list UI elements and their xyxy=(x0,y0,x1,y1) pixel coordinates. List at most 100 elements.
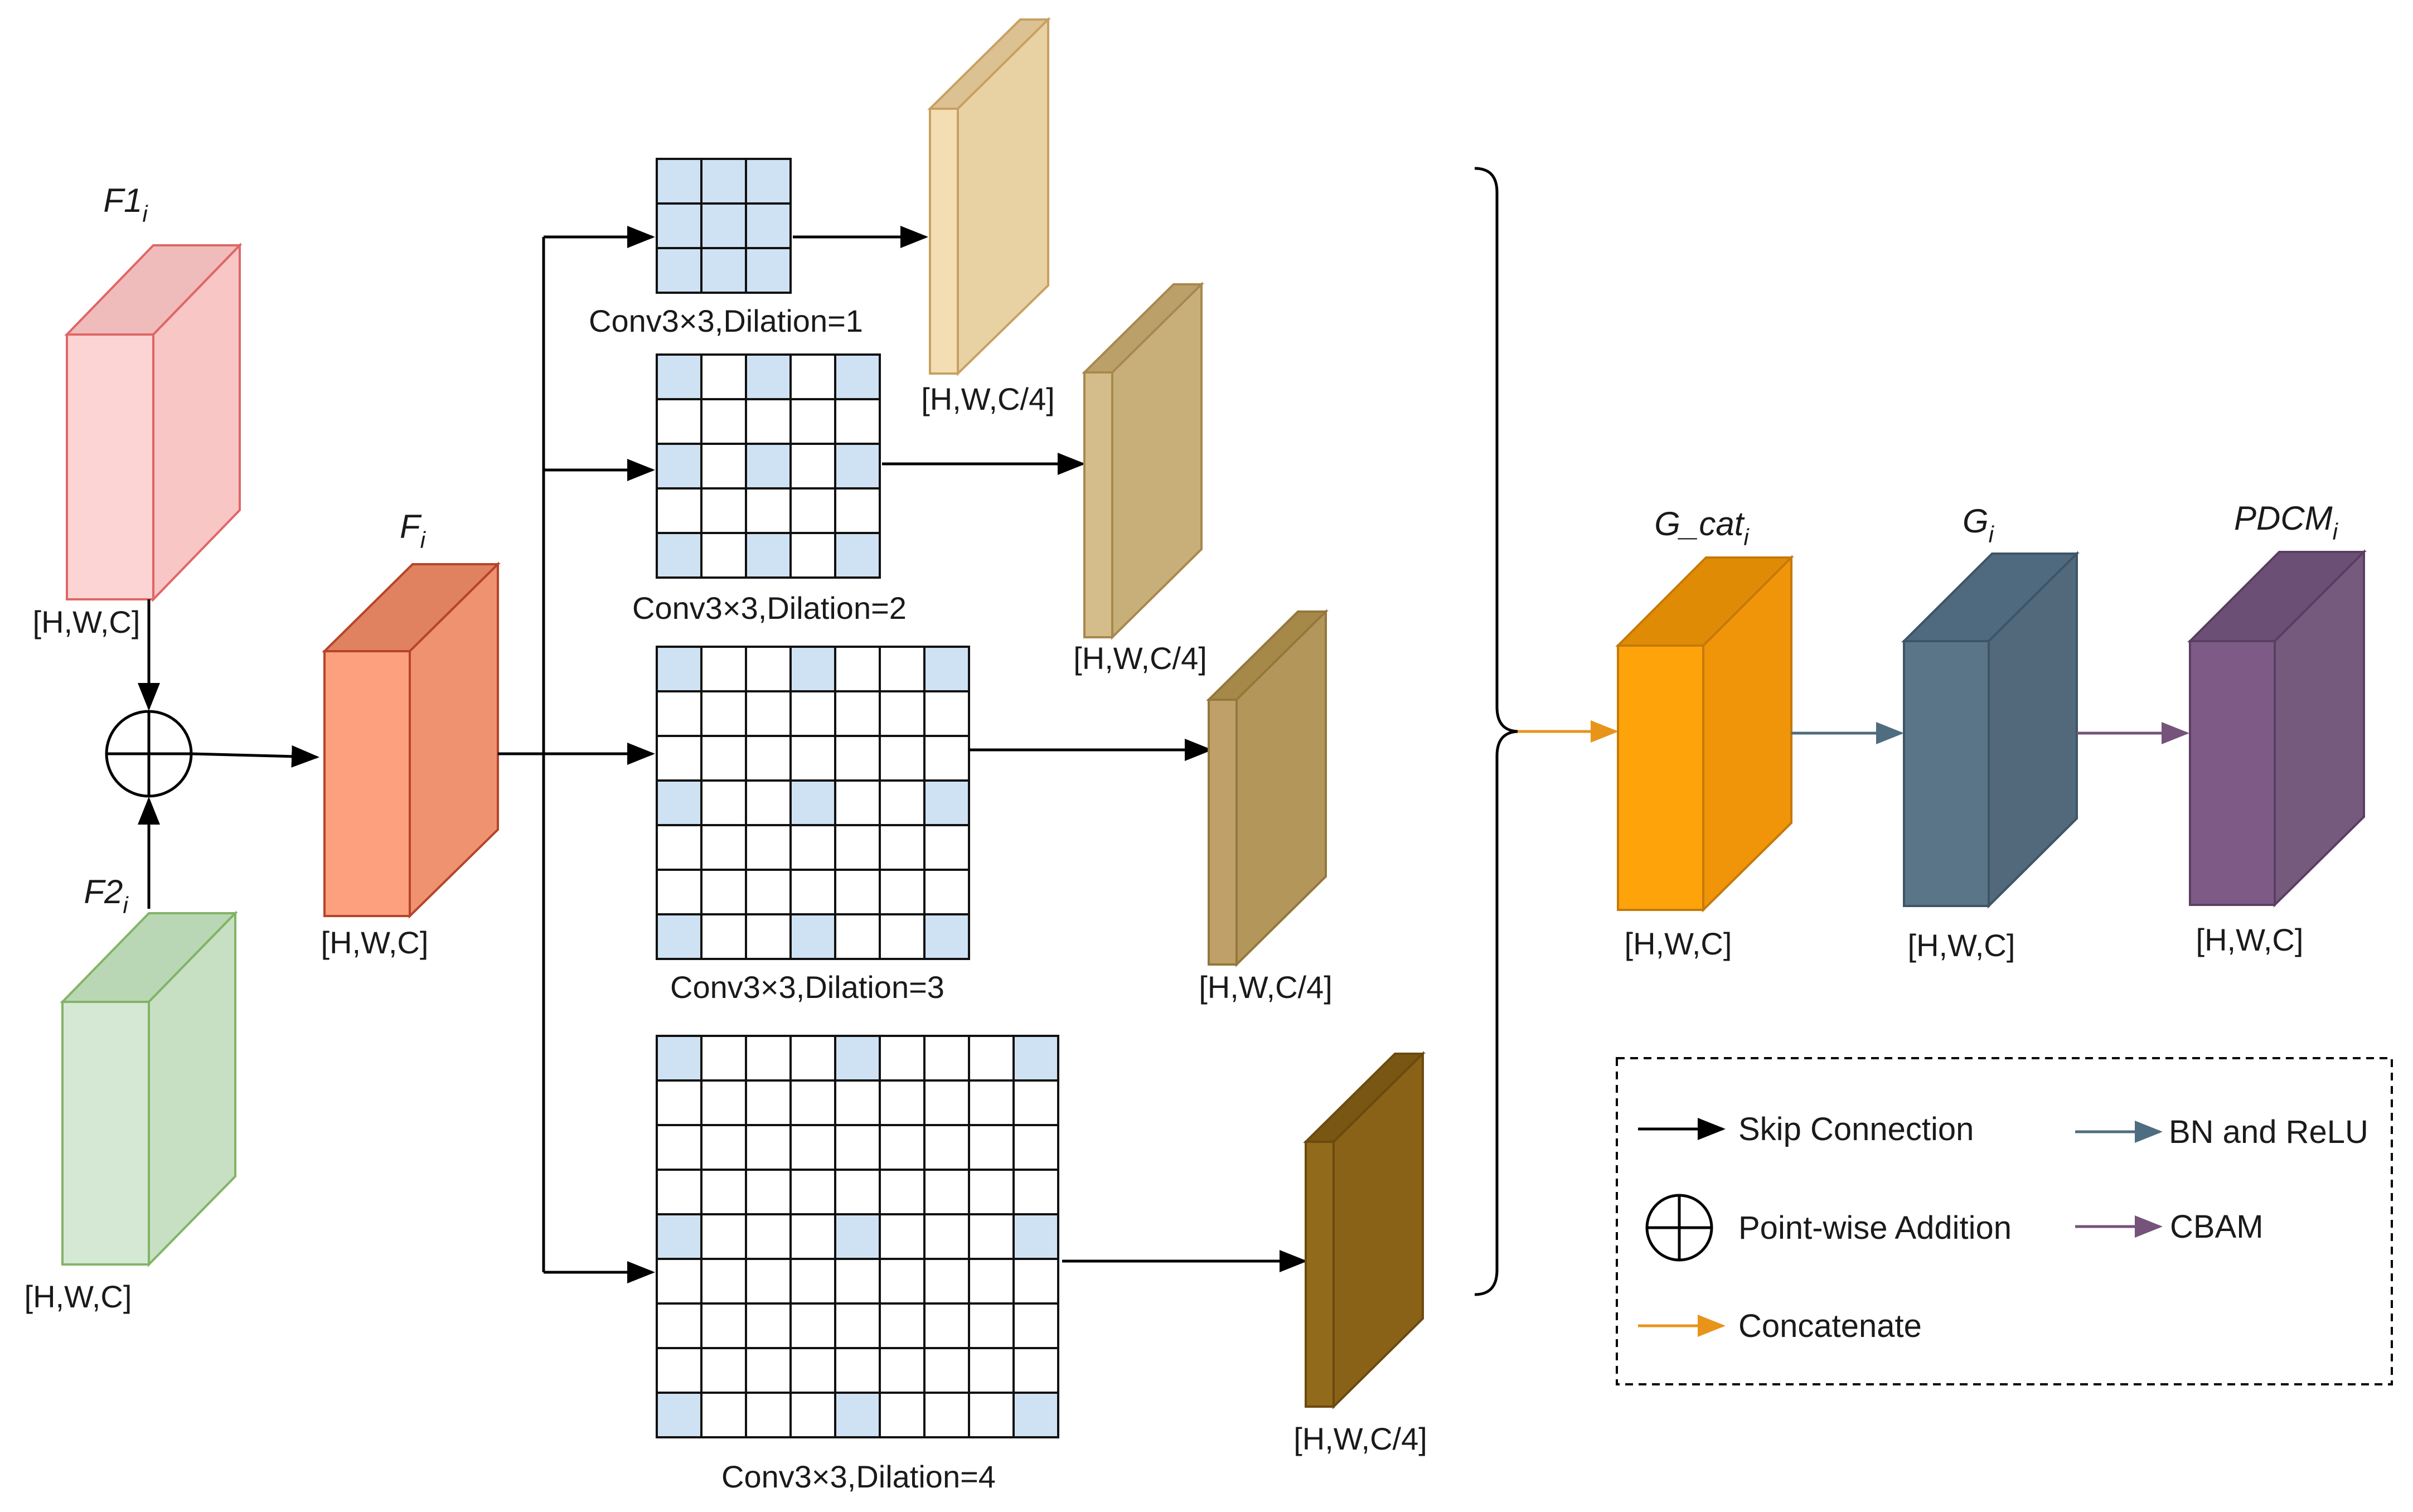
kernel-sampled-cell xyxy=(1012,1213,1059,1260)
legend-skip-label: Skip Connection xyxy=(1738,1111,1974,1147)
kernel-cell xyxy=(656,1347,702,1394)
kernel-cell xyxy=(789,690,836,737)
f2-feature-block xyxy=(60,910,238,1267)
branch3-conv-label: Conv3×3,Dilation=3 xyxy=(670,970,944,1005)
branch1-conv-label: Conv3×3,Dilation=1 xyxy=(589,303,863,338)
branch4-output-dims: [H,W,C/4] xyxy=(1293,1421,1427,1456)
kernel-sampled-cell xyxy=(656,779,702,826)
kernel-cell xyxy=(700,487,747,534)
kernel-cell xyxy=(879,1213,926,1260)
kernel-cell xyxy=(789,398,836,445)
f1-title: F1i xyxy=(103,182,148,227)
kernel-cell xyxy=(968,1169,1015,1215)
kernel-sampled-cell xyxy=(656,646,702,692)
kernel-sampled-cell xyxy=(745,353,792,400)
kernel-sampled-cell xyxy=(700,158,747,205)
kernel-cell xyxy=(700,1347,747,1394)
kernel-cell xyxy=(1012,1079,1059,1126)
kernel-cell xyxy=(700,1169,747,1215)
kernel-cell xyxy=(789,1035,836,1082)
kernel-cell xyxy=(968,1079,1015,1126)
kernel-cell xyxy=(745,1213,792,1260)
kernel-cell xyxy=(879,735,926,782)
branch4-conv-label: Conv3×3,Dilation=4 xyxy=(721,1459,996,1494)
kernel-cell xyxy=(923,690,970,737)
kernel-cell xyxy=(700,1258,747,1305)
kernel-cell xyxy=(923,824,970,871)
concatenation-brace xyxy=(1474,167,1520,1296)
legend-cbam-label: CBAM xyxy=(2170,1209,2264,1245)
kernel-sampled-cell xyxy=(745,202,792,249)
legend: Skip Connection Point-wise Addition Conc… xyxy=(1616,1057,2393,1385)
kernel-cell xyxy=(834,1079,881,1126)
kernel-cell xyxy=(700,353,747,400)
kernel-cell xyxy=(745,1302,792,1349)
branch2-conv-label: Conv3×3,Dilation=2 xyxy=(632,590,907,626)
kernel-cell xyxy=(700,690,747,737)
kernel-cell xyxy=(834,1302,881,1349)
kernel-cell xyxy=(700,398,747,445)
kernel-sampled-cell xyxy=(656,443,702,490)
kernel-cell xyxy=(656,869,702,915)
kernel-cell xyxy=(700,443,747,490)
branch3-output-block xyxy=(1206,609,1329,967)
legend-add-icon xyxy=(1645,1194,1713,1262)
kernel-cell xyxy=(656,1124,702,1171)
kernel-grid-dilation-1 xyxy=(656,158,792,294)
pdcm-title: PDCMi xyxy=(2234,500,2339,545)
kernel-sampled-cell xyxy=(656,1035,702,1082)
kernel-cell xyxy=(968,1302,1015,1349)
kernel-cell xyxy=(656,1169,702,1215)
kernel-cell xyxy=(923,1124,970,1171)
kernel-sampled-cell xyxy=(789,913,836,960)
branch2-output-dims: [H,W,C/4] xyxy=(1073,641,1207,676)
kernel-cell xyxy=(700,1124,747,1171)
g-title: Gi xyxy=(1963,502,1995,547)
f2-title: F2i xyxy=(84,873,129,918)
kernel-cell xyxy=(834,913,881,960)
gcat-title: G_cati xyxy=(1654,505,1750,550)
kernel-cell xyxy=(789,1258,836,1305)
branch3-output-dims: [H,W,C/4] xyxy=(1199,970,1333,1005)
kernel-sampled-cell xyxy=(656,1213,702,1260)
kernel-cell xyxy=(789,532,836,579)
kernel-grid-dilation-2 xyxy=(656,353,881,579)
kernel-cell xyxy=(656,690,702,737)
kernel-sampled-cell xyxy=(1012,1035,1059,1082)
kernel-cell xyxy=(879,1035,926,1082)
f2-dims-label: [H,W,C] xyxy=(25,1279,132,1314)
kernel-cell xyxy=(745,869,792,915)
kernel-cell xyxy=(879,824,926,871)
kernel-cell xyxy=(879,913,926,960)
kernel-sampled-cell xyxy=(656,913,702,960)
kernel-cell xyxy=(879,646,926,692)
fi-feature-block xyxy=(322,561,501,919)
kernel-sampled-cell xyxy=(745,532,792,579)
kernel-cell xyxy=(700,1392,747,1438)
kernel-cell xyxy=(968,1213,1015,1260)
kernel-cell xyxy=(1012,1124,1059,1171)
kernel-cell xyxy=(700,869,747,915)
kernel-sampled-cell xyxy=(834,1035,881,1082)
gcat-feature-block xyxy=(1615,555,1794,913)
kernel-sampled-cell xyxy=(656,353,702,400)
kernel-cell xyxy=(1012,1169,1059,1215)
kernel-cell xyxy=(879,1258,926,1305)
kernel-cell xyxy=(879,1079,926,1126)
kernel-cell xyxy=(656,824,702,871)
add-to-fi-arrow xyxy=(191,745,319,768)
kernel-cell xyxy=(789,1392,836,1438)
kernel-cell xyxy=(923,1302,970,1349)
kernel-cell xyxy=(700,779,747,826)
kernel-cell xyxy=(968,1124,1015,1171)
kernel-cell xyxy=(745,824,792,871)
kernel-cell xyxy=(923,869,970,915)
kernel-cell xyxy=(923,1169,970,1215)
kernel-cell xyxy=(923,1035,970,1082)
kernel-cell xyxy=(968,1258,1015,1305)
kernel-cell xyxy=(834,487,881,534)
gcat-dims-label: [H,W,C] xyxy=(1625,926,1732,961)
kernel-sampled-cell xyxy=(656,1392,702,1438)
kernel-cell xyxy=(700,824,747,871)
kernel-cell xyxy=(700,913,747,960)
